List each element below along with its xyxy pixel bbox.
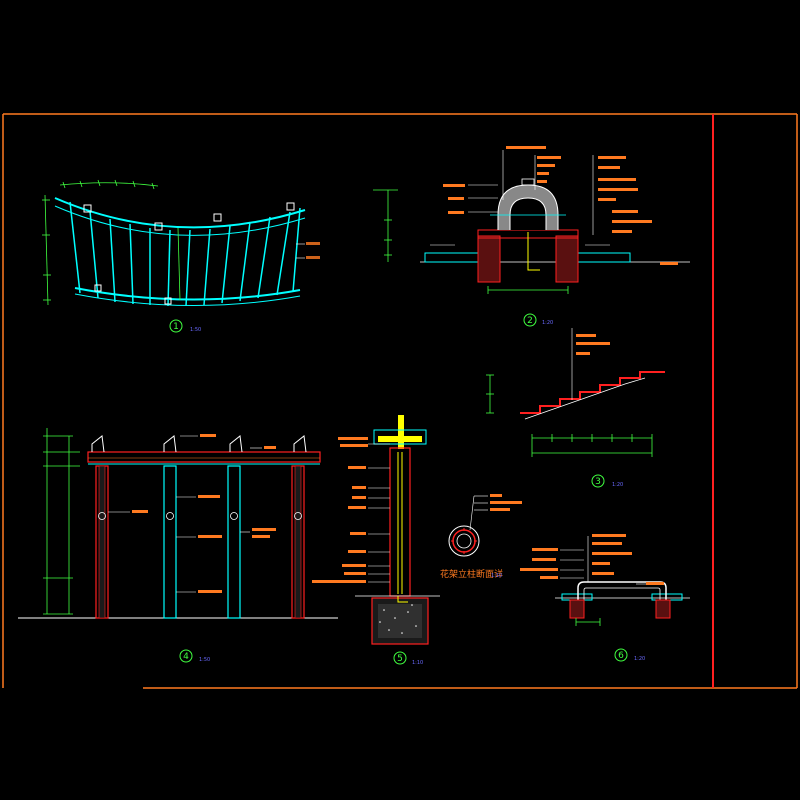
detail-4-number: 4 [183, 652, 189, 662]
detail-6-number: 6 [618, 651, 624, 661]
detail-6-scale: 1:20 [634, 656, 645, 662]
detail-3-scale: 1:20 [612, 482, 623, 488]
detail-2-arch-section: 2 1:20 [373, 146, 690, 327]
detail-4-pergola-elevation: 4 1:50 [18, 428, 338, 663]
column-section-scale: 1:10 [491, 573, 502, 579]
detail-3-number: 3 [595, 477, 601, 487]
detail-6-edge-section: 6 1:20 [520, 534, 690, 662]
sheet-frame [2, 113, 798, 689]
column-cross-section: 花架立柱断面详 1:10 [440, 494, 522, 580]
detail-5-number: 5 [397, 654, 403, 664]
detail-1-number: 1 [173, 322, 179, 332]
detail-1-scale: 1:50 [190, 327, 201, 333]
detail-3-steps-section: 3 1:20 [486, 328, 665, 488]
detail-5-scale: 1:10 [412, 660, 423, 666]
detail-5-column-section: 5 1:10 [312, 415, 440, 666]
detail-1-pergola-plan: 1 1:50 [42, 179, 320, 333]
column-section-title: 花架立柱断面详 [440, 568, 503, 580]
detail-2-scale: 1:20 [542, 320, 553, 326]
detail-4-scale: 1:50 [199, 657, 210, 663]
detail-2-number: 2 [527, 316, 533, 326]
